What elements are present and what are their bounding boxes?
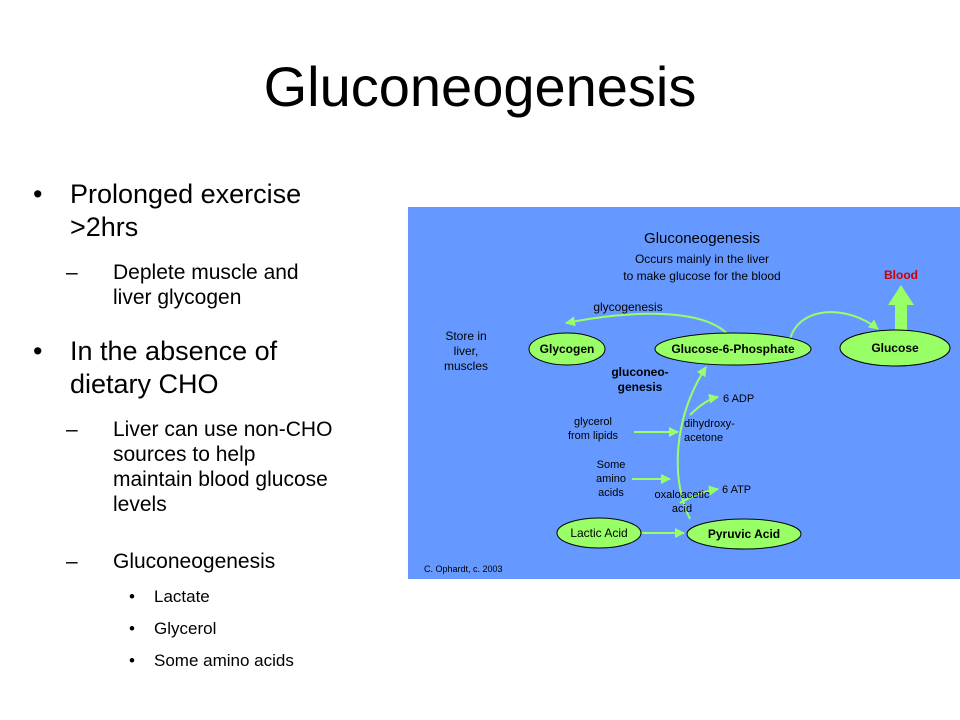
blood-label: Blood (884, 268, 918, 282)
store-label: muscles (444, 359, 488, 373)
bullet-text-line: >2hrs (70, 212, 139, 242)
bullet-mark: • (129, 651, 135, 670)
adp-label: 6 ADP (723, 393, 754, 405)
item-glycerol: • Glycerol (129, 619, 217, 639)
dash-mark: – (66, 550, 78, 573)
node-glucose-6-phosphate (654, 332, 812, 366)
subbullet-text-line: maintain blood glucose (113, 468, 328, 491)
subbullet-text-line: liver glycogen (113, 286, 242, 309)
bullet-text-line: In the absence of (70, 336, 278, 366)
diagram-subtitle: to make glucose for the blood (623, 269, 780, 283)
subbullet-text-line: Deplete muscle and (113, 261, 299, 284)
atp-label: 6 ATP (722, 484, 751, 496)
node-lactic-acid-label: Lactic Acid (570, 526, 627, 540)
bullet-absence-dietary-cho: • In the absence of dietary CHO (33, 335, 278, 401)
node-glycogen (528, 332, 606, 366)
subbullet-text-line: Gluconeogenesis (113, 550, 276, 573)
arrow-to-blood (888, 285, 914, 331)
bullet-prolonged-exercise: • Prolonged exercise >2hrs (33, 178, 302, 244)
subbullet-gluconeogenesis: – Gluconeogenesis (66, 549, 276, 574)
dash-mark: – (66, 261, 78, 284)
bullet-mark: • (129, 587, 135, 606)
dihydroxyacetone-label: acetone (684, 432, 723, 444)
glycogenesis-label: glycogenesis (593, 300, 662, 314)
diagram-credit: C. Ophardt, c. 2003 (424, 564, 503, 574)
node-glycogen-label: Glycogen (540, 342, 595, 356)
gluconeogenesis-label: gluconeo- (611, 365, 668, 379)
item-text: Some amino acids (154, 651, 294, 670)
arrow-glycogenesis (565, 312, 731, 338)
slide-title: Gluconeogenesis (263, 55, 697, 118)
store-label: liver, (454, 344, 479, 358)
subbullet-deplete-glycogen: – Deplete muscle and liver glycogen (66, 260, 299, 310)
bullet-mark: • (33, 336, 43, 366)
node-glucose-6-phosphate-label: Glucose-6-Phosphate (671, 342, 795, 356)
subbullet-text-line: levels (113, 493, 167, 516)
gluconeogenesis-label: genesis (618, 380, 663, 394)
item-amino-acids: • Some amino acids (129, 651, 294, 671)
diagram-title: Gluconeogenesis (644, 230, 760, 247)
node-glucose-label: Glucose (871, 341, 919, 355)
diagram-subtitle: Occurs mainly in the liver (635, 252, 769, 266)
dash-mark: – (66, 418, 78, 441)
arrow-gluconeogenesis-pathway (676, 366, 707, 520)
item-lactate: • Lactate (129, 587, 210, 607)
node-lactic-acid (556, 517, 642, 549)
node-pyruvic-acid (686, 518, 802, 550)
bullet-text-line: Prolonged exercise (70, 179, 302, 209)
subbullet-text-line: sources to help (113, 443, 256, 466)
subbullet-non-cho-sources: – Liver can use non-CHO sources to help … (66, 417, 333, 517)
oxaloacetic-acid-label: acid (672, 503, 692, 515)
arrow-atp (679, 485, 719, 504)
store-label: Store in (445, 329, 486, 343)
node-pyruvic-acid-label: Pyruvic Acid (708, 527, 780, 541)
amino-acids-label: Some (597, 459, 626, 471)
amino-acids-label: acids (598, 487, 624, 499)
diagram-background (408, 207, 960, 579)
dihydroxyacetone-label: dihydroxy- (684, 418, 735, 430)
bullet-mark: • (33, 179, 43, 209)
glycerol-label: glycerol (574, 416, 612, 428)
arrow-g6p-to-glucose (789, 311, 879, 340)
subbullet-text-line: Liver can use non-CHO (113, 418, 333, 441)
glycerol-label: from lipids (568, 430, 619, 442)
oxaloacetic-acid-label: oxaloacetic (654, 489, 710, 501)
node-glucose (839, 329, 951, 367)
item-text: Lactate (154, 587, 210, 606)
arrow-adp (689, 393, 719, 416)
bullet-mark: • (129, 619, 135, 638)
item-text: Glycerol (154, 619, 217, 638)
bullet-text-line: dietary CHO (70, 369, 219, 399)
amino-acids-label: amino (596, 473, 626, 485)
gluconeogenesis-diagram: Gluconeogenesis Occurs mainly in the liv… (408, 207, 960, 579)
